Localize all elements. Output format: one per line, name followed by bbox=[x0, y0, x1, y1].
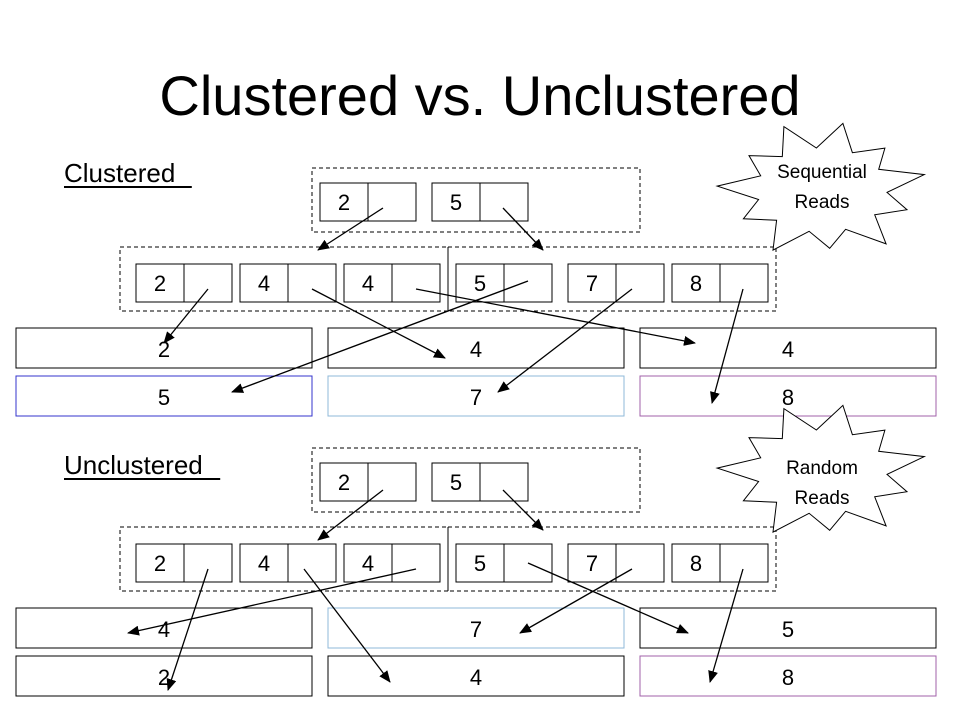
data-record-key: 4 bbox=[470, 337, 482, 362]
pointer-arrow bbox=[231, 280, 529, 393]
callout-text: Sequential bbox=[777, 162, 867, 183]
data-record bbox=[327, 655, 625, 697]
data-record-key: 4 bbox=[470, 665, 482, 690]
data-record bbox=[15, 375, 313, 417]
data-record-key: 7 bbox=[470, 617, 482, 642]
data-record-key: 2 bbox=[158, 337, 170, 362]
leaf-index-key: 7 bbox=[586, 551, 598, 576]
pointer-arrow bbox=[166, 568, 209, 691]
section-label: Clustered bbox=[64, 158, 175, 188]
root-index-key: 5 bbox=[450, 190, 462, 215]
data-record bbox=[639, 327, 937, 369]
pointer-arrow bbox=[311, 288, 446, 359]
root-index-key: 2 bbox=[338, 190, 350, 215]
data-record bbox=[15, 655, 313, 697]
data-record bbox=[327, 327, 625, 369]
pointer-arrow bbox=[317, 207, 384, 251]
pointer-arrow bbox=[708, 568, 744, 683]
leaf-index-key: 4 bbox=[258, 271, 270, 296]
slide-title: Clustered vs. Unclustered bbox=[159, 64, 800, 127]
data-record-key: 4 bbox=[158, 617, 170, 642]
pointer-arrow bbox=[317, 489, 384, 541]
pointer-arrow bbox=[415, 288, 696, 346]
leaf-index-key: 5 bbox=[474, 271, 486, 296]
callout-text: Reads bbox=[795, 192, 850, 213]
pointer-arrow bbox=[502, 207, 544, 251]
callout-text: Reads bbox=[795, 488, 850, 509]
leaf-index-key: 5 bbox=[474, 551, 486, 576]
callout-burst bbox=[715, 404, 927, 533]
leaf-index-key: 4 bbox=[362, 271, 374, 296]
pointer-arrow bbox=[497, 288, 633, 393]
pointer-arrow bbox=[527, 562, 689, 634]
data-record bbox=[327, 607, 625, 649]
data-record-key: 7 bbox=[470, 385, 482, 410]
data-record-key: 5 bbox=[158, 385, 170, 410]
data-record-key: 2 bbox=[158, 665, 170, 690]
data-record-key: 5 bbox=[782, 617, 794, 642]
leaf-index-key: 4 bbox=[258, 551, 270, 576]
leaf-index-key: 4 bbox=[362, 551, 374, 576]
root-index-page bbox=[311, 447, 641, 513]
pointer-arrow bbox=[127, 568, 417, 636]
leaf-index-key: 2 bbox=[154, 551, 166, 576]
callout-text: Random bbox=[786, 458, 858, 479]
leaf-index-key: 7 bbox=[586, 271, 598, 296]
leaf-index-key: 2 bbox=[154, 271, 166, 296]
leaf-index-key: 8 bbox=[690, 271, 702, 296]
data-record bbox=[639, 607, 937, 649]
callout-burst bbox=[715, 122, 927, 251]
data-record-key: 8 bbox=[782, 665, 794, 690]
data-record bbox=[327, 375, 625, 417]
pointer-arrow bbox=[502, 489, 544, 531]
root-index-key: 5 bbox=[450, 470, 462, 495]
pointer-arrow bbox=[303, 568, 391, 683]
data-record-key: 4 bbox=[782, 337, 794, 362]
root-index-key: 2 bbox=[338, 470, 350, 495]
data-record-key: 8 bbox=[782, 385, 794, 410]
section-label: Unclustered bbox=[64, 450, 203, 480]
data-record bbox=[639, 655, 937, 697]
pointer-arrow bbox=[519, 568, 633, 634]
pointer-arrow bbox=[710, 288, 744, 404]
data-record bbox=[15, 607, 313, 649]
pointer-arrow bbox=[163, 288, 209, 344]
root-index-page bbox=[311, 167, 641, 233]
leaf-index-key: 8 bbox=[690, 551, 702, 576]
